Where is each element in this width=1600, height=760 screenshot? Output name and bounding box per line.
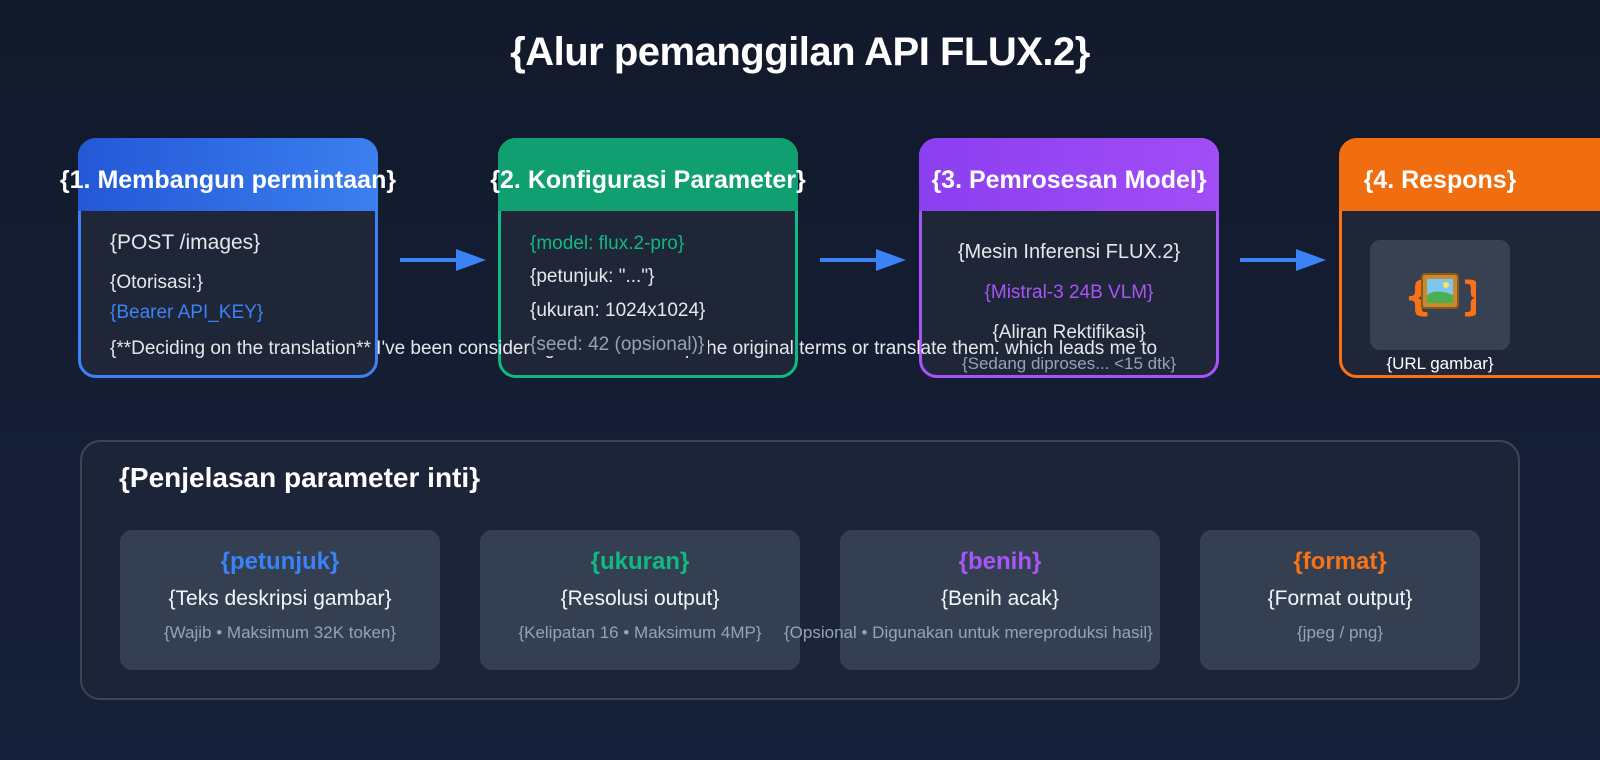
vlm-label: {Mistral-3 24B VLM} [984,282,1154,303]
auth-value: {Bearer API_KEY} [110,302,264,323]
param-note: {Wajib • Maksimum 32K token} [163,623,397,642]
response-url-label: {URL gambar} [1383,354,1497,374]
param-name: {ukuran} [590,548,690,575]
param-name: {format} [1293,548,1387,575]
param-name: {petunjuk} [220,548,340,575]
inference-engine: {Mesin Inferensi FLUX.2} [957,241,1181,263]
step-card-header [498,138,798,211]
step-title: {3. Pemrosesan Model} [931,166,1207,194]
param-note: {jpeg / png} [1296,623,1384,642]
param-card-format-cover [1200,530,1480,670]
param-card-seed [840,530,1160,670]
step-card-request [78,138,378,378]
step-title: {1. Membangun permintaan} [59,166,397,194]
param-note: {Opsional • Digunakan untuk mereproduksi… [784,623,1153,642]
param-card-prompt [120,530,440,670]
arrow-right-icon [820,249,906,271]
svg-text:}: } [1460,274,1476,320]
param-seed: {seed: 42 (opsional)} [530,334,709,356]
param-prompt: {petunjuk: "..."} [530,266,655,287]
panel-title: {Penjelasan parameter inti} [119,462,481,493]
step-card-model-processing [919,138,1219,378]
arrow-right-icon [1240,249,1326,271]
rectified-flow-label: {Aliran Rektifikasi} [992,322,1146,343]
arrow-right-icon [400,249,486,271]
param-note: {Kelipatan 16 • Maksimum 4MP} [518,623,762,642]
param-name: {benih} [958,548,1042,575]
param-desc: {Format output} [1267,587,1413,610]
step-card-header [1339,138,1600,211]
step-card-header [78,138,378,211]
step-title: {2. Konfigurasi Parameter} [490,166,806,194]
auth-label: {Otorisasi:} [110,272,203,293]
param-desc: {Teks deskripsi gambar} [168,587,392,610]
request-endpoint: {POST /images} [110,231,261,254]
processing-status: {Sedang diproses... <15 dtk} [958,354,1180,374]
diagram-title: {Alur pemanggilan API FLUX.2} [510,30,1090,74]
param-desc: {Resolusi output} [560,587,720,610]
param-card-size [480,530,800,670]
step-card-parameters [498,138,798,378]
step-card-header [919,138,1219,211]
param-desc: {Benih acak} [941,587,1059,610]
param-size: {ukuran: 1024x1024} [530,300,706,321]
step-title: {4. Respons} [1363,166,1517,194]
picture-frame-icon: { } [1404,273,1476,320]
param-model: {model: flux.2-pro} [530,233,685,254]
